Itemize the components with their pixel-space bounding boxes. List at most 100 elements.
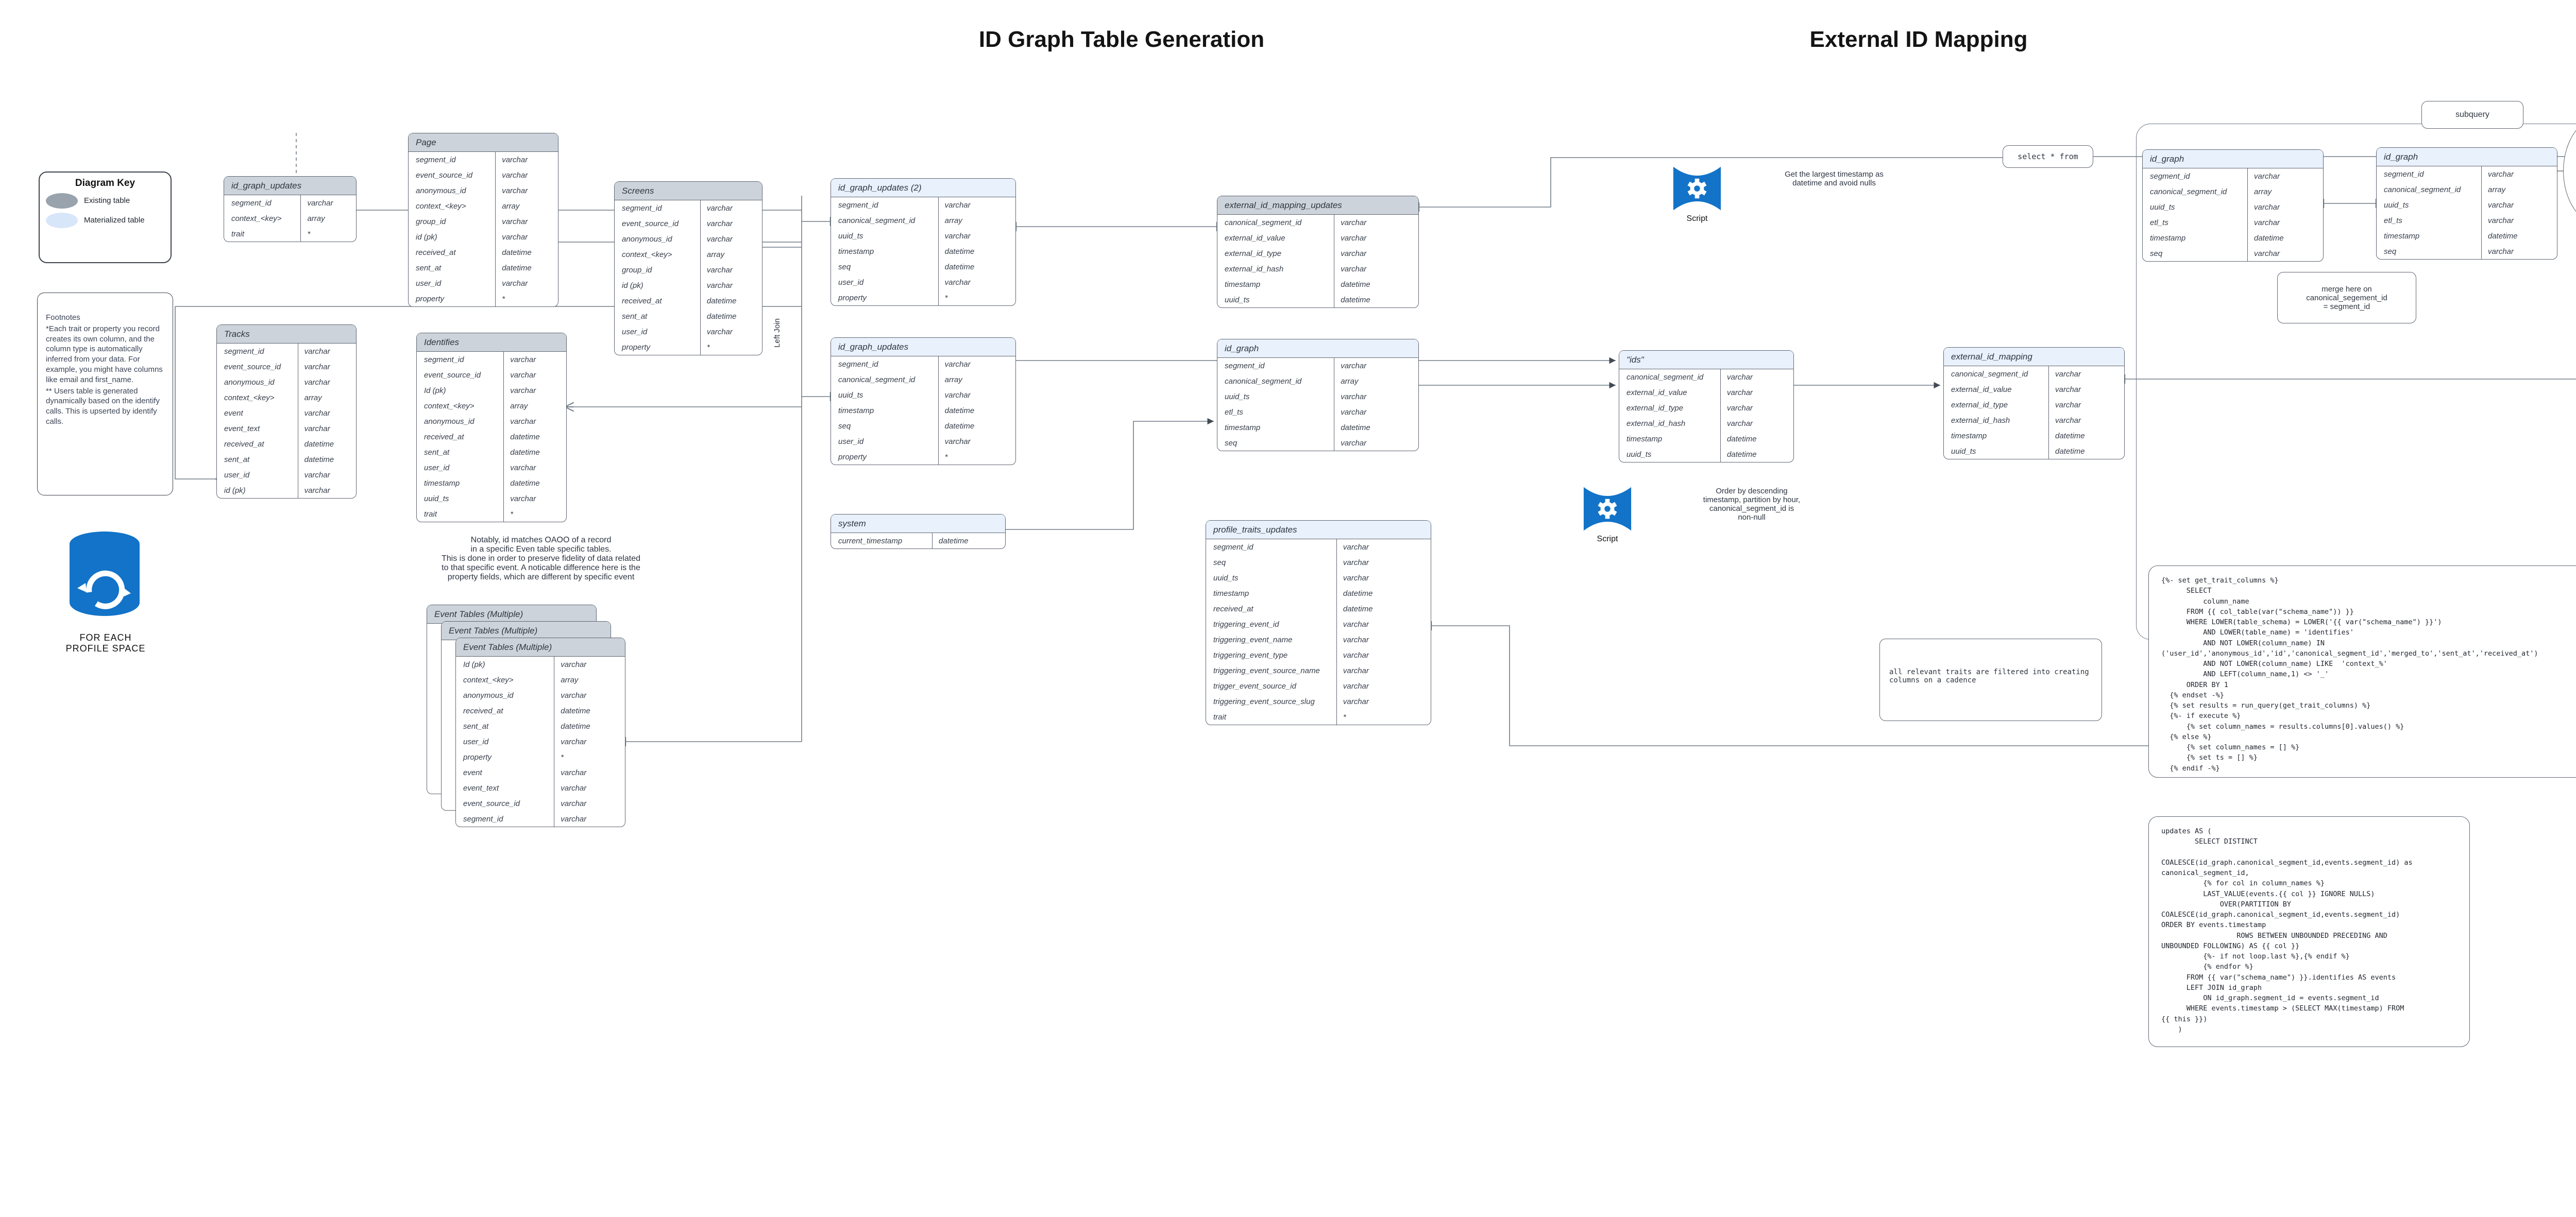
field-type: array	[938, 372, 1015, 387]
field-type: varchar	[297, 467, 356, 483]
field-name: uuid_ts	[1225, 392, 1250, 401]
field-type: varchar	[938, 356, 1015, 372]
field-name: canonical_segment_id	[1951, 369, 2028, 379]
code-block-get-trait-columns[interactable]: {%- set get_trait_columns %} SELECT colu…	[2148, 565, 2576, 778]
field-type: varchar	[1336, 678, 1431, 694]
field-type: varchar	[2481, 197, 2557, 213]
field-type: varchar	[700, 216, 762, 231]
field-name: uuid_ts	[838, 231, 863, 241]
field-name: canonical_segment_id	[2384, 185, 2461, 194]
field-type: datetime	[2048, 443, 2124, 459]
field-type: varchar	[297, 421, 356, 436]
field-type: array	[503, 398, 566, 414]
field-name: triggering_event_source_slug	[1213, 697, 1315, 706]
er-table-title: id_graph	[2384, 151, 2418, 162]
field-name: segment_id	[622, 203, 662, 213]
field-name: seq	[2384, 247, 2397, 256]
field-type: varchar	[1336, 570, 1431, 586]
field-type: varchar	[495, 214, 558, 229]
field-name: external_id_type	[1951, 400, 2008, 409]
field-name: timestamp	[2384, 231, 2420, 241]
field-type: *	[700, 339, 762, 355]
field-name: segment_id	[1213, 542, 1253, 552]
field-type: varchar	[1336, 632, 1431, 647]
field-name: user_id	[463, 737, 489, 746]
field-name: uuid_ts	[1213, 573, 1239, 582]
field-name: external_id_type	[1225, 249, 1282, 258]
field-row: trait*	[417, 506, 566, 522]
field-row: trait*	[224, 226, 356, 242]
field-type: datetime	[938, 244, 1015, 259]
field-name: external_id_value	[1951, 385, 2012, 394]
field-name: timestamp	[424, 478, 460, 488]
field-type: varchar	[1336, 663, 1431, 678]
select-from-box[interactable]: select * from	[2003, 145, 2093, 168]
field-type: varchar	[554, 734, 625, 749]
field-type: varchar	[297, 374, 356, 390]
field-type: varchar	[938, 228, 1015, 244]
field-name: user_id	[424, 463, 450, 472]
footnotes-box[interactable]: Footnotes *Each trait or property you re…	[37, 293, 173, 495]
field-name: seq	[1213, 558, 1226, 567]
field-name: user_id	[622, 327, 648, 336]
field-row: id (pk)varchar	[217, 483, 356, 498]
script-note-2: Order by descending timestamp, partition…	[1703, 487, 1801, 522]
field-name: timestamp	[1225, 423, 1261, 432]
diagram-key[interactable]: Diagram Key Existing table Materialized …	[39, 172, 172, 263]
field-type: datetime	[2481, 228, 2557, 244]
footnote-2: ** Users table is generated dynamically …	[46, 386, 160, 426]
code-block-updates-cte[interactable]: updates AS ( SELECT DISTINCT COALESCE(id…	[2148, 816, 2470, 1047]
field-row: context_<key>array	[217, 390, 356, 405]
script-icon[interactable]	[1672, 164, 1722, 216]
subquery-label[interactable]: subquery	[2421, 101, 2523, 129]
trait-filter-note-box[interactable]: all relevant traits are filtered into cr…	[1879, 639, 2102, 721]
field-type: varchar	[700, 278, 762, 293]
field-name: sent_at	[463, 722, 489, 731]
script-icon[interactable]	[1583, 484, 1632, 536]
field-type: datetime	[938, 259, 1015, 275]
field-name: received_at	[424, 432, 464, 441]
merge-note-box[interactable]: merge here on canonical_segement_id = se…	[2277, 272, 2416, 323]
field-type: *	[554, 749, 625, 765]
field-row: triggering_event_source_name varchar	[1206, 663, 1431, 678]
field-type: varchar	[2247, 168, 2323, 184]
field-name: triggering_event_source_name	[1213, 666, 1320, 675]
er-table-title: id_graph	[1225, 343, 1259, 353]
field-name: segment_id	[1225, 361, 1265, 370]
field-type: varchar	[1334, 404, 1418, 420]
field-name: id (pk)	[224, 486, 246, 495]
field-type: datetime	[1334, 277, 1418, 292]
er-table-title: Event Tables (Multiple)	[463, 642, 552, 652]
